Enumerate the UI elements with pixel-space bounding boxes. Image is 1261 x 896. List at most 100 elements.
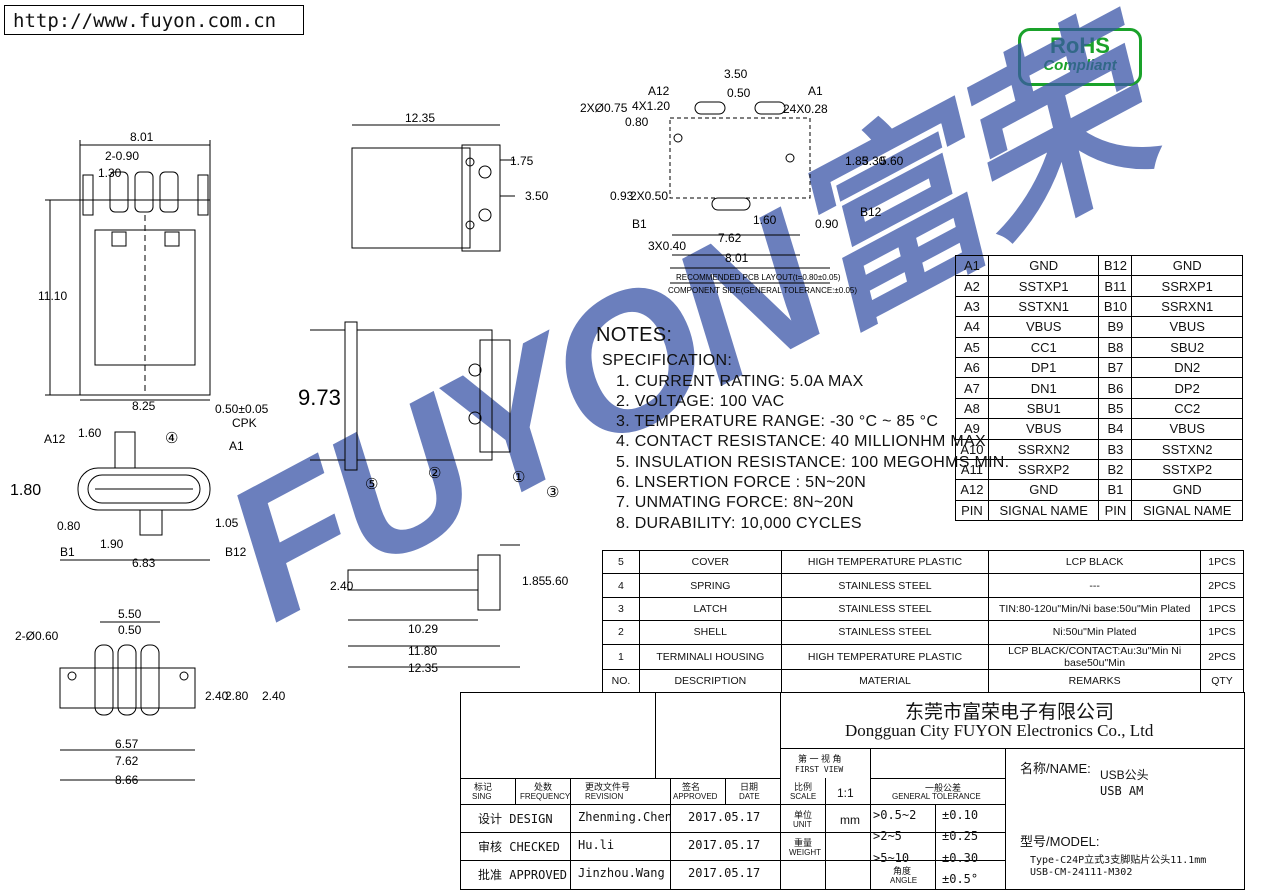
dim-pcb-080: 0.80 bbox=[625, 115, 649, 129]
pin-cell: GND bbox=[1131, 479, 1243, 501]
dim-pcb-2x075: 2XØ0.75 bbox=[580, 101, 628, 115]
pin-cell: VBUS bbox=[1131, 418, 1243, 440]
bom-cell: 1PCS bbox=[1200, 549, 1244, 575]
note-item: 1. CURRENT RATING: 5.0A MAX bbox=[616, 372, 864, 390]
bom-cell: 4 bbox=[602, 573, 640, 598]
bom-cell: 1 bbox=[602, 643, 640, 670]
dim-bot-2x060: 2-Ø0.60 bbox=[15, 629, 59, 643]
dim-side2-185: 1.85 bbox=[522, 574, 546, 588]
pcb-note-1: RECOMMENDED PCB LAYOUT(t=0.80±0.05) bbox=[676, 273, 841, 282]
pin-cell: B5 bbox=[1098, 397, 1133, 420]
bom-cell: NO. bbox=[602, 668, 640, 693]
bom-cell: --- bbox=[988, 573, 1202, 598]
dim-front-cpk: CPK bbox=[232, 416, 257, 430]
note-item: 8. DURABILITY: 10,000 CYCLES bbox=[616, 514, 862, 532]
rohs-logo: RoHS Compliant bbox=[1018, 28, 1142, 86]
dim-pcb-560: 5.60 bbox=[880, 154, 904, 168]
tolerance-tol: ±0.5° bbox=[942, 872, 979, 886]
dim-pcb-801: 8.01 bbox=[725, 251, 749, 265]
dim-bot-240a: 2.40 bbox=[205, 689, 229, 703]
callout-4: ④ bbox=[165, 430, 178, 447]
dim-pcb-24x028: 24X0.28 bbox=[783, 102, 828, 116]
dim-pcb-b1: B1 bbox=[632, 217, 647, 231]
hdr-weight-en: WEIGHT bbox=[789, 848, 821, 857]
dim-side2-1180: 11.80 bbox=[408, 644, 437, 658]
hdr-freq-cn: 处数 bbox=[534, 782, 553, 792]
dim-front-683: 6.83 bbox=[132, 556, 156, 570]
note-item: 5. INSULATION RESISTANCE: 100 MEGOHMS MI… bbox=[616, 453, 1010, 471]
dim-bot-657: 6.57 bbox=[115, 737, 139, 751]
dim-pcb-090: 0.90 bbox=[815, 217, 839, 231]
dim-pcb-a1: A1 bbox=[808, 84, 823, 98]
dim-pcb-160: 1.60 bbox=[753, 213, 777, 227]
pin-cell: SSTXP1 bbox=[987, 275, 1100, 297]
bom-cell: 2 bbox=[602, 620, 640, 645]
bom-cell: LCP BLACK/CONTACT:Au:3u"Min Ni base50u"M… bbox=[988, 643, 1202, 670]
hdr-rev-cn: 更改文件号 bbox=[585, 782, 631, 792]
pin-cell: PIN bbox=[1098, 499, 1133, 522]
note-item: 6. LNSERTION FORCE : 5N~20N bbox=[616, 474, 867, 492]
tolerance-tol: ±0.10 bbox=[942, 808, 979, 822]
dim-pcb-050: 0.50 bbox=[727, 86, 751, 100]
dim-pcb-330: 3.30 bbox=[862, 154, 886, 168]
bom-cell: STAINLESS STEEL bbox=[780, 573, 990, 598]
dim-bot-240b: 2.40 bbox=[262, 689, 286, 703]
dim-top-w: 8.01 bbox=[130, 130, 154, 144]
name-cn: USB公头 bbox=[1100, 768, 1149, 782]
approval-date: 2017.05.17 bbox=[688, 838, 761, 852]
dim-front-190: 1.90 bbox=[100, 537, 124, 551]
front-view bbox=[60, 431, 211, 561]
pin-cell: B11 bbox=[1098, 275, 1133, 297]
pin-cell: B2 bbox=[1098, 458, 1133, 481]
dim-front-180: 1.80 bbox=[10, 482, 41, 499]
callout-1: ① bbox=[512, 469, 525, 486]
tolerance-range: >5~10 bbox=[873, 851, 910, 865]
callout-5: ⑤ bbox=[365, 476, 378, 493]
dim-pcb-350: 3.50 bbox=[724, 67, 748, 81]
note-item: 2. VOLTAGE: 100 VAC bbox=[616, 392, 785, 410]
approval-role: 批准 APPROVED bbox=[478, 868, 568, 882]
dim-pcb-b12: B12 bbox=[860, 205, 882, 219]
bom-cell: 2PCS bbox=[1200, 573, 1244, 598]
hdr-scale-cn: 比例 bbox=[794, 782, 813, 792]
pin-cell: SSTXP2 bbox=[1131, 458, 1243, 481]
dim-mid-973: 9.73 bbox=[298, 385, 341, 410]
dim-bot-762: 7.62 bbox=[115, 754, 139, 768]
bom-cell: 1PCS bbox=[1200, 596, 1244, 622]
pin-cell: B8 bbox=[1098, 336, 1133, 358]
dim-pcb-093: 0.93 bbox=[610, 189, 634, 203]
bom-cell: TERMINALI HOUSING bbox=[638, 643, 782, 670]
tolerance-tol: ±0.30 bbox=[942, 851, 979, 865]
approval-name: Zhenming.Chen bbox=[578, 810, 672, 824]
pin-cell: A11 bbox=[955, 458, 989, 481]
bom-cell: REMARKS bbox=[988, 668, 1202, 693]
dim-pcb-a12: A12 bbox=[648, 84, 670, 98]
pcb-layout bbox=[669, 101, 830, 284]
bom-cell: SPRING bbox=[638, 573, 782, 598]
side-view-2 bbox=[347, 544, 520, 668]
pin-cell: SIGNAL NAME bbox=[987, 499, 1100, 522]
notes: NOTES: SPECIFICATION: 1. CURRENT RATING:… bbox=[596, 325, 1009, 534]
pin-cell: B10 bbox=[1098, 295, 1133, 318]
pin-cell: VBUS bbox=[1131, 316, 1243, 338]
bom-cell: STAINLESS STEEL bbox=[780, 620, 990, 645]
dim-pcb-4x120: 4X1.20 bbox=[632, 99, 670, 113]
bom-cell: HIGH TEMPERATURE PLASTIC bbox=[780, 643, 990, 670]
dim-pcb-185: 1.85 bbox=[845, 154, 869, 168]
bom-cell: LCP BLACK bbox=[988, 549, 1202, 575]
hdr-angle-cn: 角度 bbox=[893, 866, 912, 876]
name-label: 名称/NAME: bbox=[1020, 761, 1091, 776]
dim-side2-1029: 10.29 bbox=[408, 622, 438, 636]
